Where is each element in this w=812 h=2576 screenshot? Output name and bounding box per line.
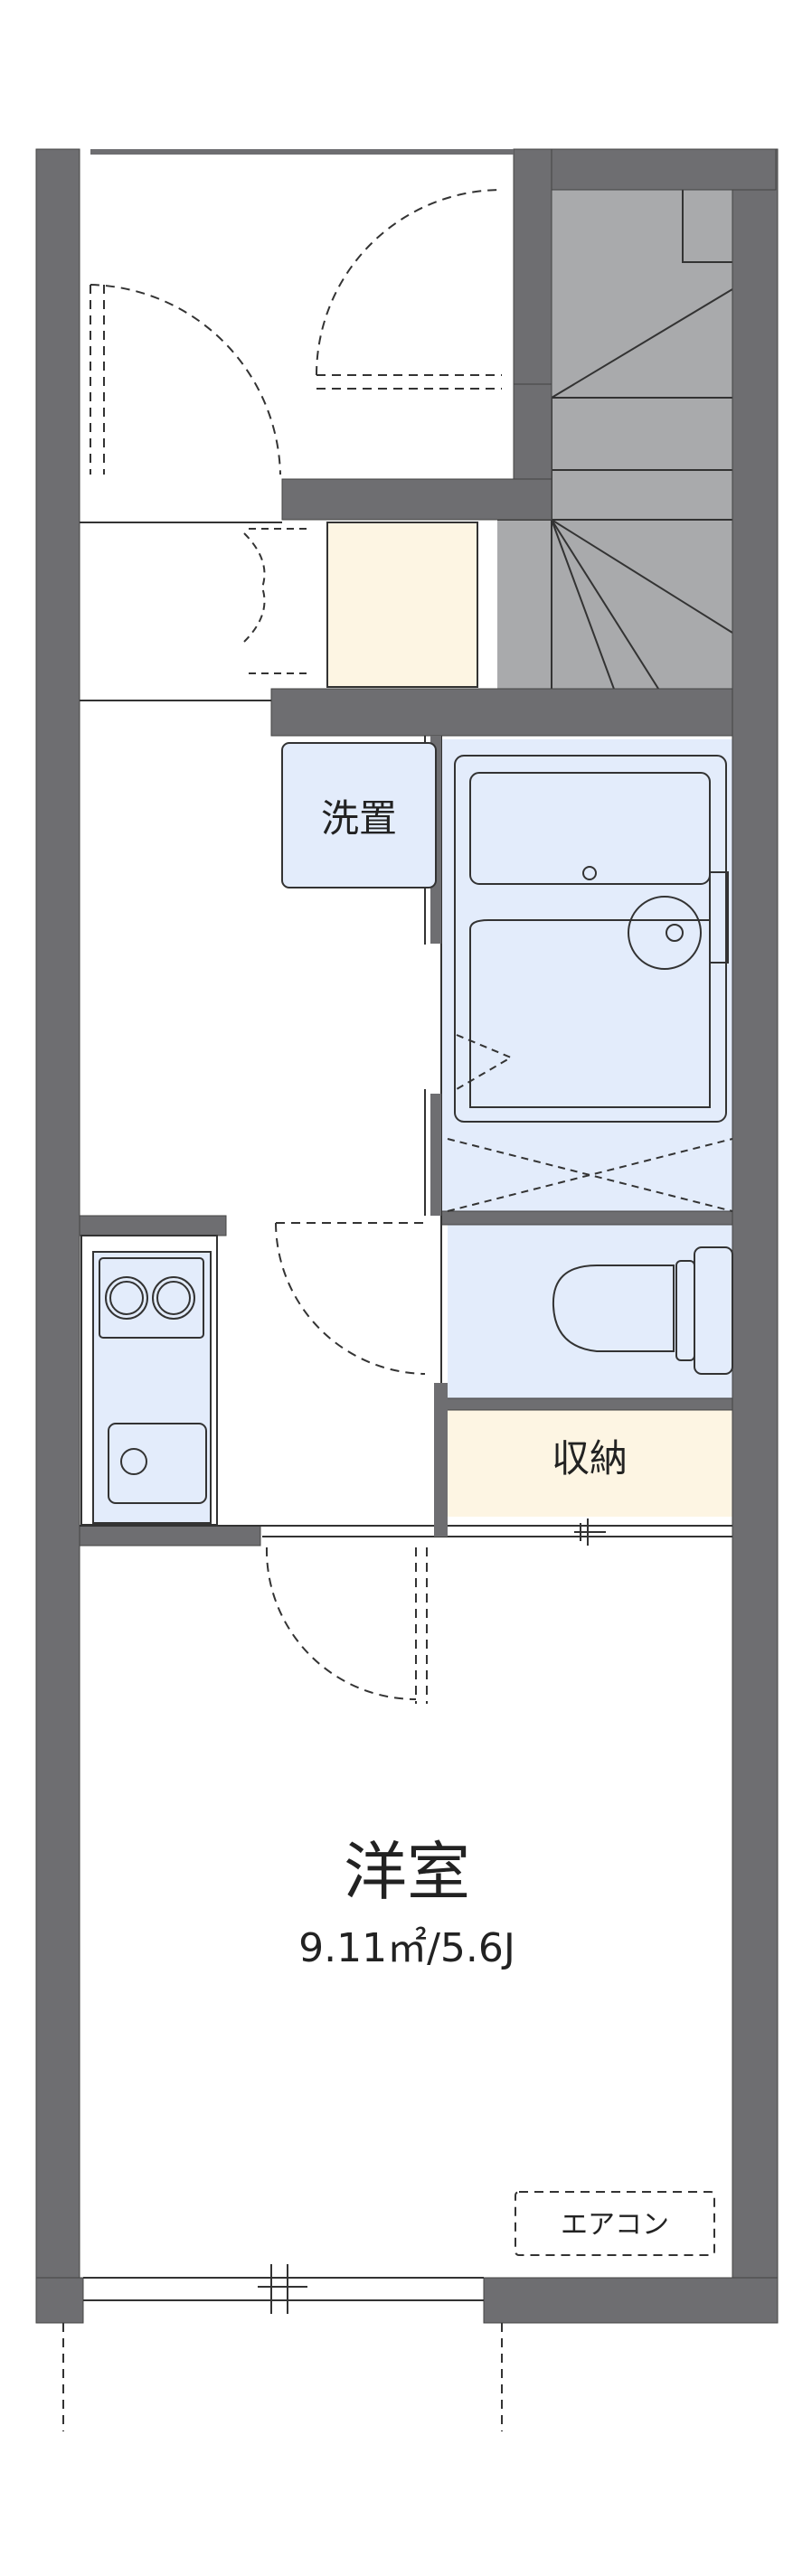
room-door: [265, 1547, 428, 1704]
bathroom: [441, 739, 732, 1211]
entrance-doors: [90, 189, 503, 475]
closet-storage: [448, 1410, 732, 1517]
balcony-window: [258, 2264, 307, 2314]
storage-label: 収納: [552, 1436, 628, 1481]
shoe-cabinet: [326, 522, 478, 688]
washer-space: [281, 742, 437, 888]
walls: [35, 148, 779, 2324]
bathtub: [454, 755, 729, 1123]
kitchen-sink: [108, 1423, 207, 1504]
washer-label: 洗置: [321, 796, 397, 841]
western-room-area: 9.11㎡/5.6J: [298, 1925, 515, 1971]
western-room-label: 洋室: [344, 1835, 470, 1909]
stove: [99, 1257, 204, 1339]
kitchen-counter: [80, 1235, 218, 1526]
stairs: [497, 190, 733, 692]
aircon-label: エアコン: [561, 2209, 669, 2241]
aircon-box: [515, 2191, 715, 2256]
toilet: [552, 1246, 733, 1375]
